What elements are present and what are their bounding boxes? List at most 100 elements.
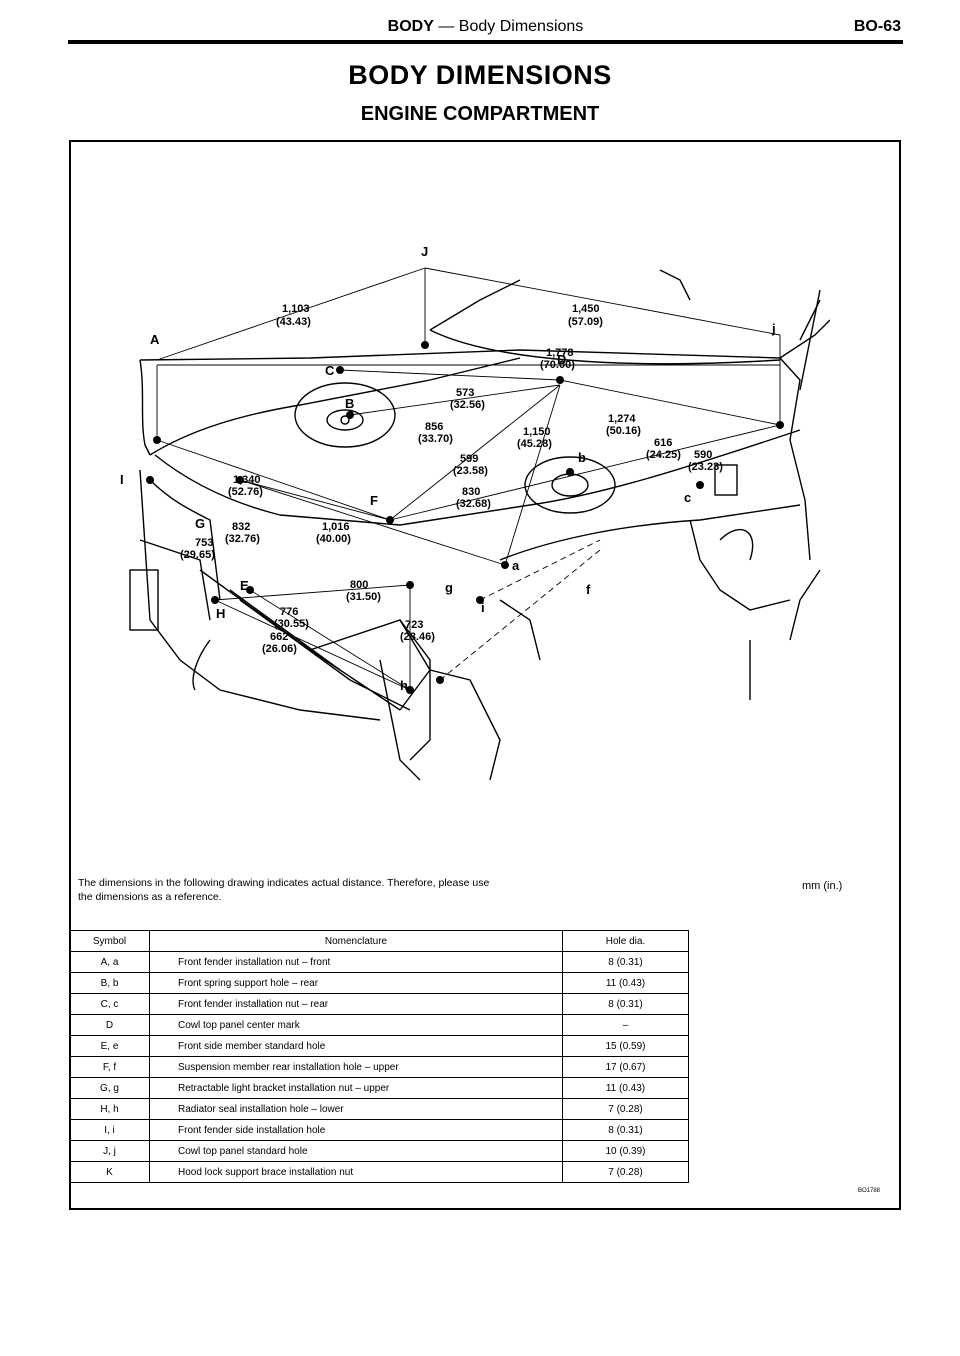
dim-value: (40.00) bbox=[316, 533, 351, 545]
dim-value: (45.28) bbox=[517, 438, 552, 450]
cell-symbol: K bbox=[69, 1161, 150, 1183]
dim-value: 1,274 bbox=[608, 413, 636, 425]
dim-value: 1,450 bbox=[572, 303, 600, 315]
units-label: mm (in.) bbox=[802, 880, 843, 892]
cell-symbol: C, c bbox=[69, 993, 150, 1015]
dim-value: 573 bbox=[456, 387, 474, 399]
cell-hole-dia: 8 (0.31) bbox=[562, 993, 689, 1015]
label-I: I bbox=[120, 472, 124, 487]
dim-value: (32.76) bbox=[225, 533, 260, 545]
label-B: B bbox=[345, 396, 354, 411]
dim-value: (31.50) bbox=[346, 591, 381, 603]
label-c: c bbox=[684, 490, 691, 505]
cell-nomenclature: Front fender side installation hole bbox=[149, 1119, 563, 1141]
label-J: J bbox=[421, 244, 428, 259]
cell-nomenclature: Radiator seal installation hole – lower bbox=[149, 1098, 563, 1120]
label-G: G bbox=[195, 516, 205, 531]
dim-value: (43.43) bbox=[276, 316, 311, 328]
cell-hole-dia: 15 (0.59) bbox=[562, 1035, 689, 1057]
cell-hole-dia: 17 (0.67) bbox=[562, 1056, 689, 1078]
label-a: a bbox=[512, 558, 520, 573]
cell-symbol: I, i bbox=[69, 1119, 150, 1141]
cell-hole-dia: 11 (0.43) bbox=[562, 972, 689, 994]
cell-nomenclature: Front spring support hole – rear bbox=[149, 972, 563, 994]
cell-nomenclature: Retractable light bracket installation n… bbox=[149, 1077, 563, 1099]
header-title: BODY — Body Dimensions bbox=[68, 18, 903, 36]
cell-hole-dia: 10 (0.39) bbox=[562, 1140, 689, 1162]
dim-value: 1,150 bbox=[523, 426, 551, 438]
dim-value: (29.65) bbox=[180, 549, 215, 561]
page-title: BODY DIMENSIONS bbox=[348, 60, 612, 90]
dim-value: (70.00) bbox=[540, 359, 575, 371]
cell-nomenclature: Front fender installation nut – rear bbox=[149, 993, 563, 1015]
header-section: BODY bbox=[387, 18, 434, 35]
col-header-hole-dia: Hole dia. bbox=[562, 930, 689, 952]
dim-value: (50.16) bbox=[606, 425, 641, 437]
dim-value: (23.58) bbox=[453, 465, 488, 477]
dim-value: 616 bbox=[654, 437, 672, 449]
cell-hole-dia: 11 (0.43) bbox=[562, 1077, 689, 1099]
dim-value: (32.68) bbox=[456, 498, 491, 510]
engine-compartment-drawing: A J j C B D I G F E H h b c a g i f 1,10… bbox=[120, 244, 830, 781]
label-h: h bbox=[400, 678, 408, 693]
col-header-symbol: Symbol bbox=[69, 930, 150, 952]
cell-nomenclature: Cowl top panel standard hole bbox=[149, 1140, 563, 1162]
dim-value: (57.09) bbox=[568, 316, 603, 328]
cell-hole-dia: – bbox=[562, 1014, 689, 1036]
cell-hole-dia: 7 (0.28) bbox=[562, 1098, 689, 1120]
dim-value: (23.23) bbox=[688, 461, 723, 473]
cell-symbol: B, b bbox=[69, 972, 150, 994]
dim-value: (33.70) bbox=[418, 433, 453, 445]
label-F: F bbox=[370, 493, 378, 508]
label-D: D bbox=[557, 352, 566, 367]
cell-symbol: E, e bbox=[69, 1035, 150, 1057]
cell-symbol: A, a bbox=[69, 951, 150, 973]
dim-value: 723 bbox=[405, 619, 423, 631]
cell-nomenclature: Front side member standard hole bbox=[149, 1035, 563, 1057]
label-b: b bbox=[578, 450, 586, 465]
dim-value: (52.76) bbox=[228, 486, 263, 498]
dim-value: 1,103 bbox=[282, 303, 310, 315]
section-title: ENGINE COMPARTMENT bbox=[360, 103, 600, 125]
col-header-nomenclature: Nomenclature bbox=[149, 930, 563, 952]
label-j: j bbox=[771, 321, 776, 336]
cell-nomenclature: Hood lock support brace installation nut bbox=[149, 1161, 563, 1183]
label-f: f bbox=[586, 582, 591, 597]
dim-value: (24.25) bbox=[646, 449, 681, 461]
dim-value: (28.46) bbox=[400, 631, 435, 643]
dim-value: 776 bbox=[280, 606, 298, 618]
header-subtitle: — Body Dimensions bbox=[438, 18, 584, 35]
cell-symbol: F, f bbox=[69, 1056, 150, 1078]
dim-value: (26.06) bbox=[262, 643, 297, 655]
table-header-row: Symbol Nomenclature Hole dia. bbox=[69, 930, 689, 952]
label-i: i bbox=[481, 600, 485, 615]
dim-value: (32.56) bbox=[450, 399, 485, 411]
dim-value: 800 bbox=[350, 579, 368, 591]
cell-nomenclature: Front fender installation nut – front bbox=[149, 951, 563, 973]
dim-value: 856 bbox=[425, 421, 443, 433]
dim-value: 662 bbox=[270, 631, 288, 643]
label-C: C bbox=[325, 363, 335, 378]
cell-symbol: D bbox=[69, 1014, 150, 1036]
dim-value: 1,340 bbox=[233, 474, 261, 486]
label-H: H bbox=[216, 606, 225, 621]
dim-value: (30.55) bbox=[274, 618, 309, 630]
cell-hole-dia: 8 (0.31) bbox=[562, 1119, 689, 1141]
label-E: E bbox=[240, 578, 249, 593]
cell-symbol: J, j bbox=[69, 1140, 150, 1162]
cell-nomenclature: Cowl top panel center mark bbox=[149, 1014, 563, 1036]
label-A: A bbox=[150, 332, 160, 347]
dim-value: 1,778 bbox=[546, 347, 574, 359]
dim-value: 830 bbox=[462, 486, 480, 498]
